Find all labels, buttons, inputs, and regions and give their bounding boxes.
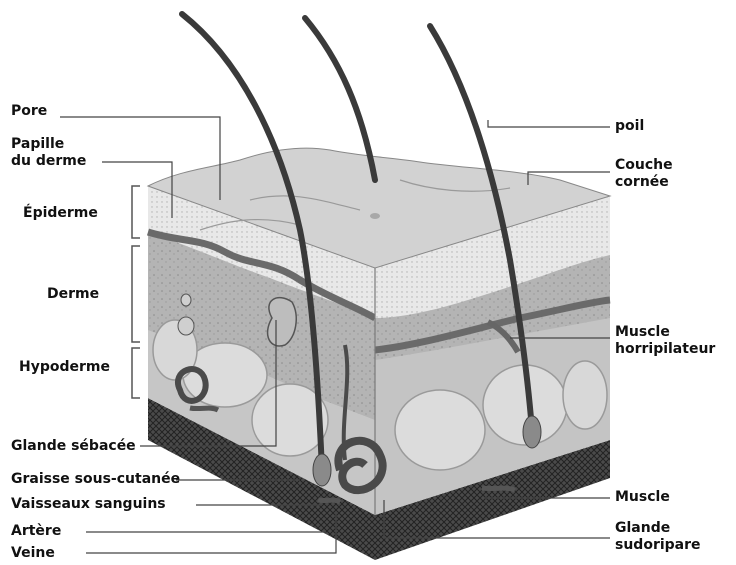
- label-muscle-horripilateur: Muscle horripilateur: [615, 324, 715, 358]
- label-pore: Pore: [11, 103, 47, 120]
- label-derme: Derme: [47, 286, 99, 303]
- label-artere: Artère: [11, 523, 61, 540]
- layer-brackets: [132, 186, 140, 398]
- fat-lobule: [395, 390, 485, 470]
- label-vaisseaux-sanguins: Vaisseaux sanguins: [11, 496, 166, 513]
- hair-bulb: [523, 416, 541, 448]
- label-glande-sudoripare: Glande sudoripare: [615, 520, 701, 554]
- label-muscle: Muscle: [615, 489, 670, 506]
- label-veine: Veine: [11, 545, 55, 562]
- label-epiderme: Épiderme: [23, 205, 98, 222]
- fat-lobule: [563, 361, 607, 429]
- label-poil: poil: [615, 118, 644, 135]
- label-couche-cornee: Couche cornée: [615, 157, 673, 191]
- label-papille-du-derme: Papille du derme: [11, 136, 86, 170]
- label-hypoderme: Hypoderme: [19, 359, 110, 376]
- hair-bulb: [313, 454, 331, 486]
- label-glande-sebacee: Glande sébacée: [11, 438, 136, 455]
- label-graisse-sous-cutanee: Graisse sous-cutanée: [11, 471, 180, 488]
